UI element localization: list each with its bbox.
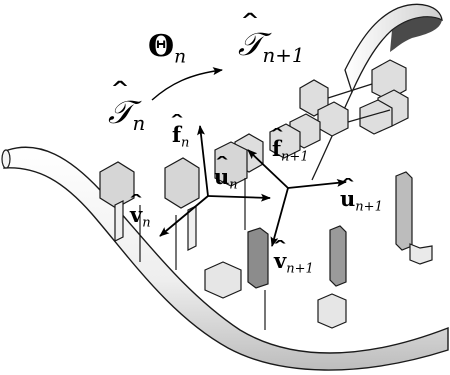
theta-n-label: Θn: [148, 29, 187, 68]
v-n-label: vn: [130, 204, 151, 230]
upper-backbone-ribbon: [311, 3, 443, 181]
u-n-axis: [207, 193, 271, 202]
upper-base-stack: [234, 59, 409, 173]
u-n-label: un: [214, 166, 238, 192]
frame-n1-axes: [247, 149, 347, 247]
lower-base-stack: [99, 141, 433, 330]
f-n-label: fn: [172, 124, 189, 150]
v-n1-label: vn+1: [274, 250, 314, 276]
v-n1-axis: [270, 187, 289, 247]
t-n1-label: 𝒯n+1: [238, 28, 305, 66]
f-n-axis: [197, 125, 209, 197]
u-n1-axis: [287, 178, 347, 189]
f-n1-axis: [247, 149, 289, 189]
t-n-label: 𝒯n: [108, 96, 145, 134]
frame-n-axes: [159, 125, 271, 237]
f-n1-label: fn+1: [272, 138, 309, 164]
transition-arrow: [151, 67, 223, 101]
u-n1-label: un+1: [340, 188, 383, 214]
v-n-axis: [159, 195, 209, 237]
